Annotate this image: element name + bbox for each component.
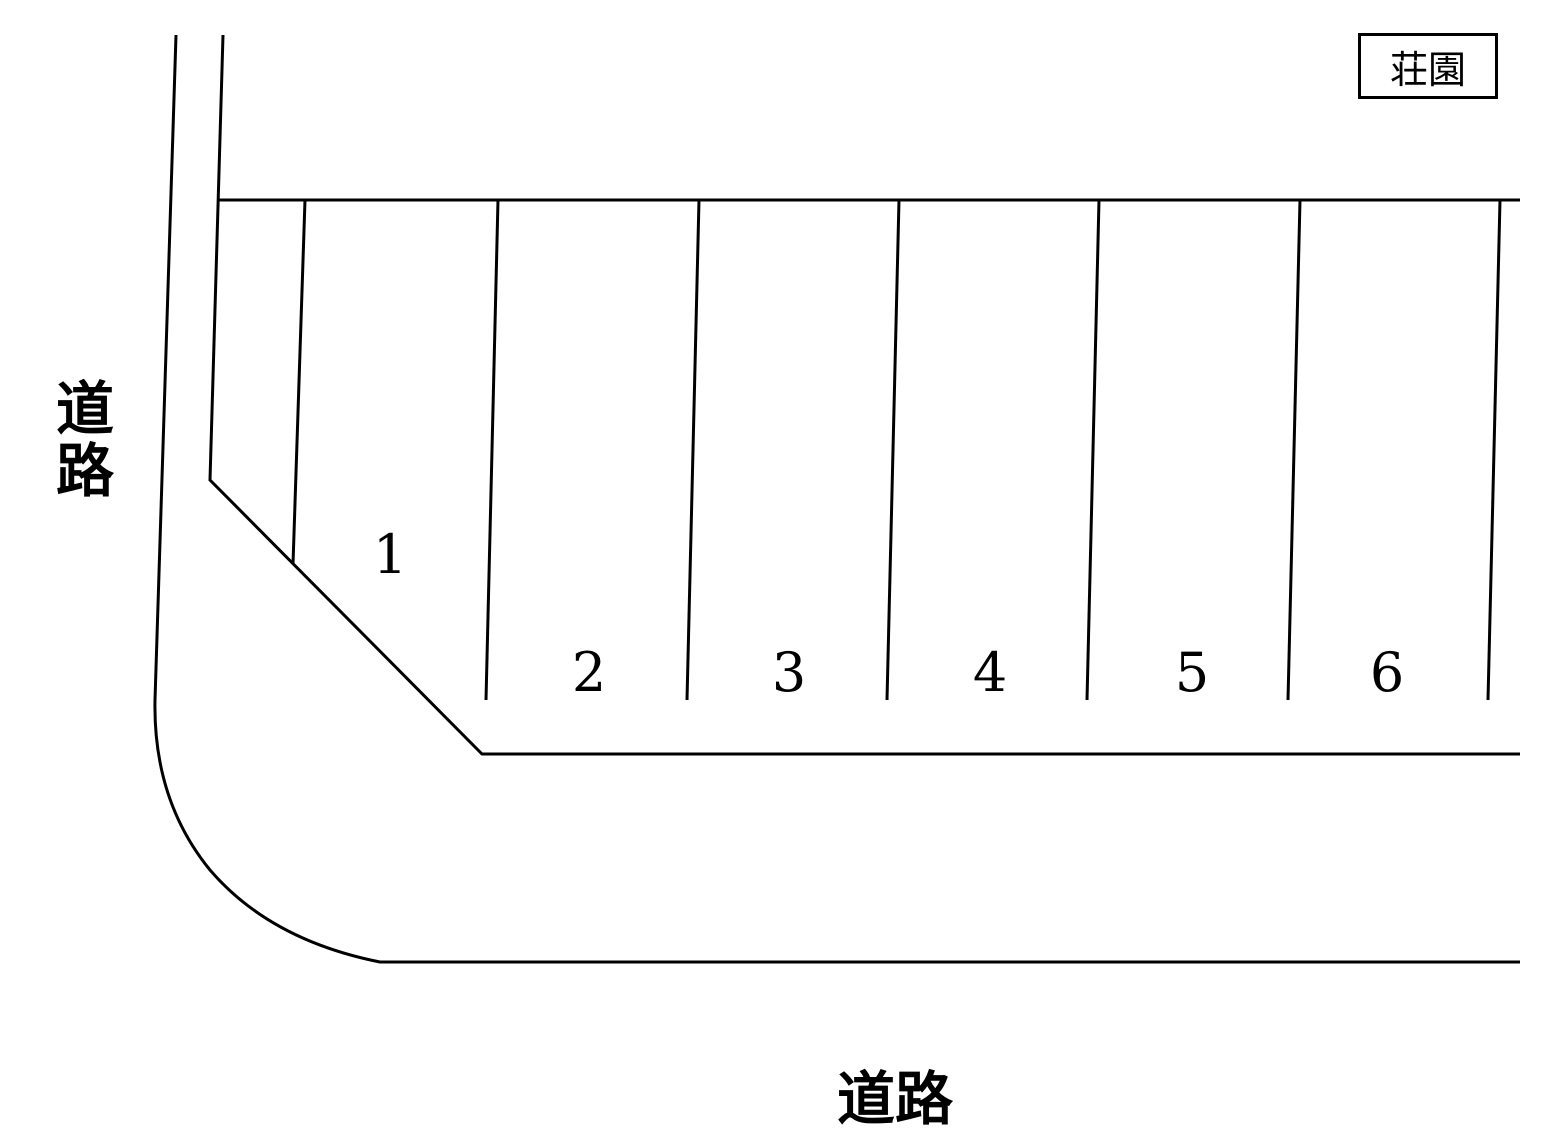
road-label-bottom: 道路	[836, 1065, 953, 1133]
lot-boundary	[208, 34, 1520, 756]
road-label-left: 道 路	[50, 378, 120, 502]
road-left-char-1: 道	[55, 375, 114, 443]
road-outer-edge	[153, 34, 1520, 964]
spot-number-5: 5	[1174, 641, 1210, 704]
spot-number-1: 1	[372, 523, 408, 586]
divider-6	[1486, 199, 1502, 701]
spot-number-4: 4	[972, 641, 1008, 704]
divider-3	[885, 199, 901, 701]
spot-number-6: 6	[1369, 641, 1405, 704]
divider-2	[685, 199, 701, 701]
manor-label: 荘園	[1358, 33, 1498, 99]
divider-4	[1085, 199, 1101, 701]
spot-number-3: 3	[771, 641, 807, 704]
divider-0	[291, 199, 307, 565]
road-left-char-2: 路	[55, 437, 114, 505]
divider-5	[1286, 199, 1302, 701]
spot-number-2: 2	[571, 641, 607, 704]
divider-1	[484, 199, 500, 701]
